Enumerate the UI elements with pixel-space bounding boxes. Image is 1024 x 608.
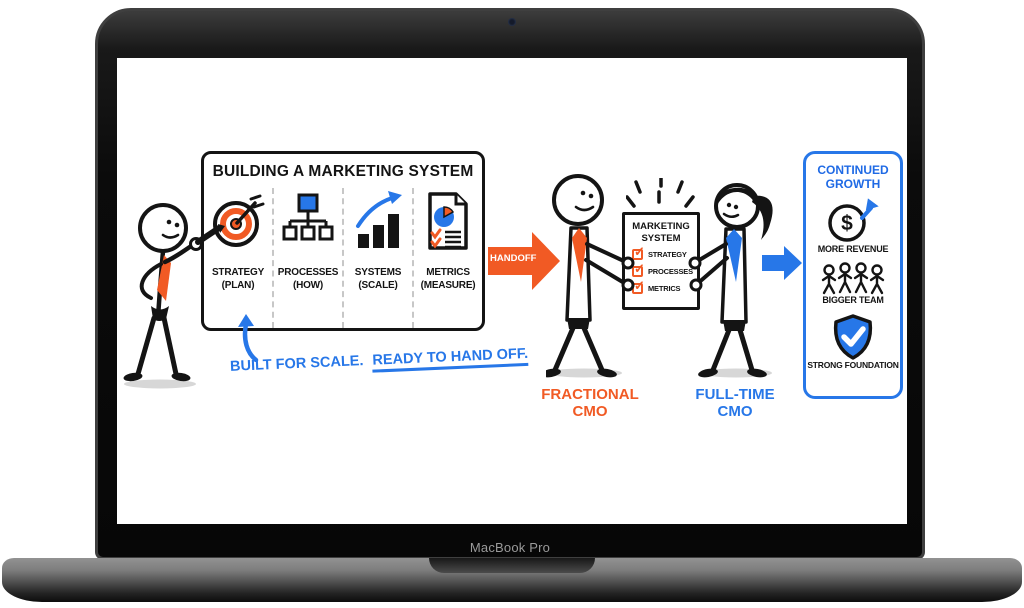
growth-bars-icon: [356, 191, 402, 248]
column-label: PROCESSES(HOW): [277, 267, 339, 291]
handoff-arrow-label-wrap: HANDOFF: [488, 232, 560, 290]
shield-check-icon: [833, 314, 873, 360]
fractional-cmo-label: FRACTIONAL CMO: [541, 386, 639, 421]
dollar-circle-arrow-icon: $: [828, 198, 879, 242]
pointer-arrow-icon: [238, 314, 259, 362]
fulltime-cmo-label: FULL-TIME CMO: [695, 386, 775, 421]
growth-item-label: STRONG FOUNDATION: [807, 359, 899, 370]
column-label: METRICS(MEASURE): [420, 267, 476, 291]
checkmark-icon: ✓: [634, 278, 645, 294]
bullseye-target-icon: [213, 194, 265, 247]
checklist-title: MARKETING SYSTEM: [632, 221, 690, 244]
figure-shadow: [124, 379, 196, 389]
column-processes: PROCESSES(HOW): [272, 188, 342, 328]
fulltime-cmo-figure: [688, 183, 773, 378]
report-pie-icon: [428, 192, 468, 250]
board-title: BUILDING A MARKETING SYSTEM: [212, 163, 474, 180]
org-chart-icon: [282, 193, 334, 241]
column-metrics: METRICS(MEASURE): [412, 188, 482, 328]
hair: [715, 187, 759, 208]
handoff-label: HANDOFF: [490, 253, 537, 264]
column-label: STRATEGY(PLAN): [211, 267, 265, 291]
checklist-item: ✓ STRATEGY: [632, 244, 687, 261]
column-strategy: STRATEGY(PLAN): [204, 188, 272, 328]
dollar-glyph: $: [841, 212, 853, 235]
board-columns: STRATEGY(PLAN) PROCESSES(HOW): [204, 188, 482, 328]
blue-tie: [726, 229, 742, 282]
continued-growth-box: CONTINUED GROWTH $ MORE REVENUE BIGGER T…: [803, 151, 903, 399]
growth-item-label: MORE REVENUE: [817, 243, 889, 254]
column-systems: SYSTEMS(SCALE): [342, 188, 412, 328]
orange-tie: [157, 255, 171, 301]
marketing-system-board: BUILDING A MARKETING SYSTEM STRATEGY(PLA…: [201, 151, 485, 331]
checkbox-icon: ✓: [632, 261, 645, 278]
growth-item-label: BIGGER TEAM: [822, 294, 884, 305]
device-label: MacBook Pro: [469, 540, 551, 555]
emphasis-dashes-icon: [626, 178, 695, 208]
webcam-icon: [508, 18, 516, 26]
team-icon: [821, 262, 885, 294]
illustrator-figure: [123, 203, 225, 389]
growth-title: CONTINUED GROWTH: [817, 163, 889, 192]
handoff-arrow-icon: [488, 232, 560, 290]
column-label: SYSTEMS(SCALE): [354, 267, 402, 291]
fractional-cmo-figure: [546, 174, 635, 378]
checkmark-icon: ✓: [634, 244, 645, 260]
pen-icon: [195, 225, 222, 245]
checkbox-icon: ✓: [632, 244, 645, 261]
ponytail: [752, 195, 773, 240]
checkmark-icon: ✓: [634, 261, 645, 277]
growth-arrow-icon: [762, 246, 802, 280]
laptop-base-notch: [429, 558, 595, 573]
orange-tie: [572, 228, 587, 282]
checklist-item: ✓ PROCESSES: [632, 261, 693, 278]
